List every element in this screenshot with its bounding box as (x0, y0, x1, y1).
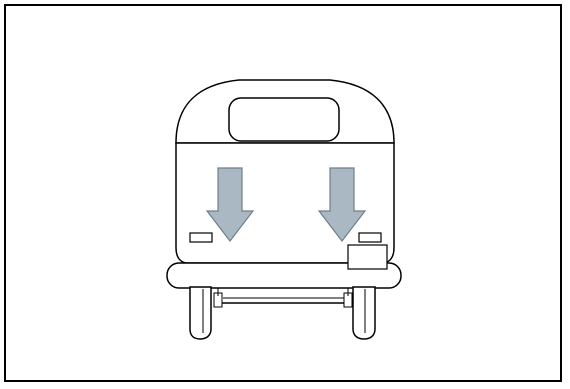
right-wheel (352, 286, 376, 340)
rear-bumper (166, 262, 402, 289)
rear-box (347, 244, 388, 270)
left-reflector (189, 232, 213, 243)
left-wheel (189, 286, 212, 340)
right-down-arrow (317, 167, 367, 242)
right-reflector (358, 232, 382, 243)
rear-window (228, 97, 340, 142)
left-down-arrow (205, 167, 255, 242)
